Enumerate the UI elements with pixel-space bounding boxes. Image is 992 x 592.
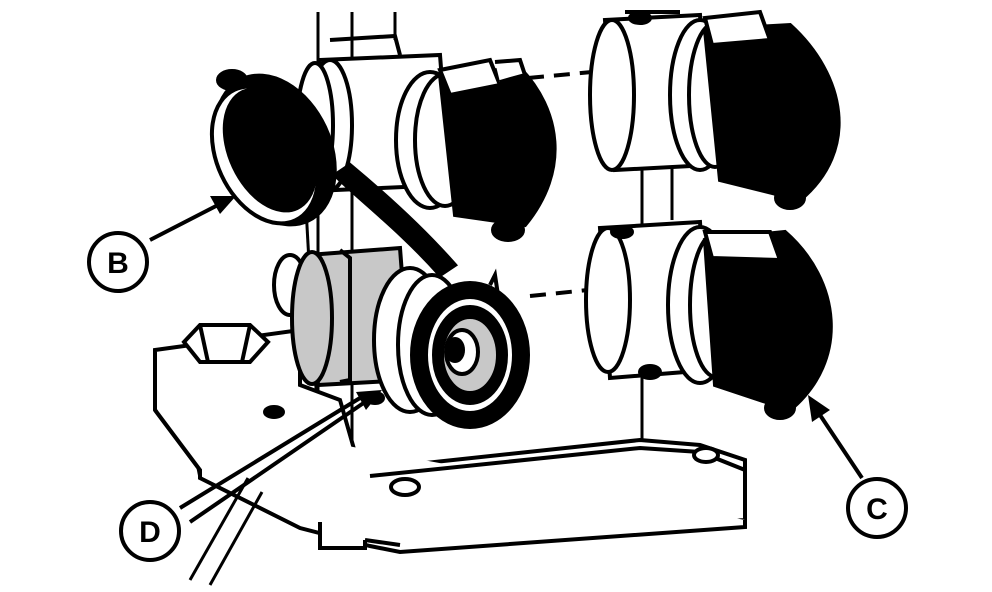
bracket-legs — [188, 467, 264, 586]
hex-bolt — [181, 323, 271, 364]
callout-c: C — [846, 477, 908, 539]
arrowhead-d — [356, 390, 382, 410]
callout-b: B — [87, 231, 149, 293]
coupler-upper-left — [295, 33, 557, 242]
highlighted-coupler — [272, 245, 530, 429]
leader-lines — [149, 196, 864, 524]
leader-c — [818, 413, 864, 480]
callout-c-label: C — [866, 493, 888, 526]
dust-cap-closed-lower-right — [584, 219, 833, 420]
leader-b — [149, 203, 219, 242]
arrowhead-c — [808, 395, 830, 422]
arrowhead-b — [210, 196, 236, 214]
callout-b-label: B — [107, 247, 129, 280]
callout-d-label: D — [139, 516, 161, 549]
dashed-links — [527, 70, 593, 298]
leader-d — [178, 396, 362, 510]
dust-cap-open — [209, 69, 459, 278]
callout-d: D — [119, 500, 181, 562]
coupler-upper-right — [588, 9, 841, 210]
